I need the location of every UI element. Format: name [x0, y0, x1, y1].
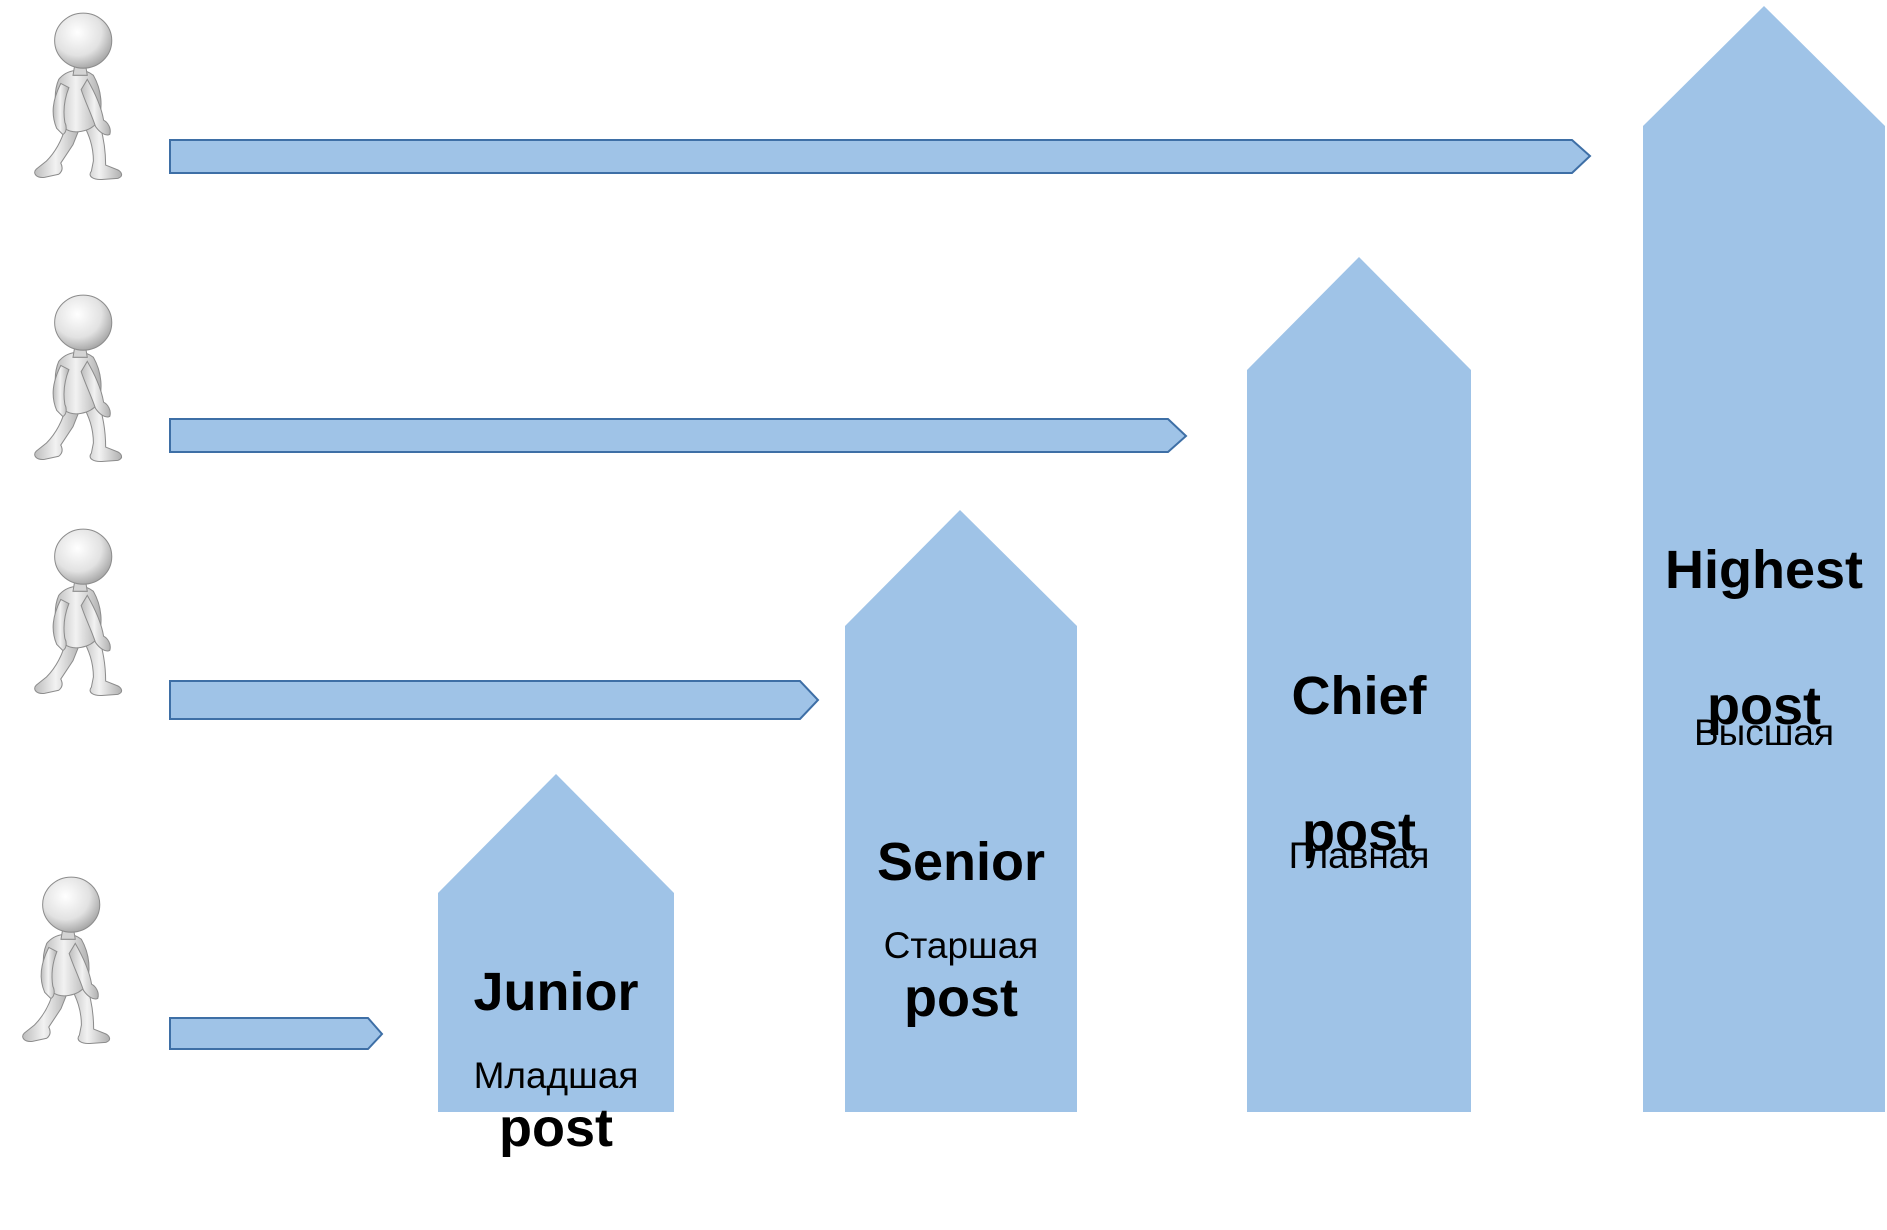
highest-post-arrow [1643, 6, 1885, 1112]
chief-post-title: Chief post [1247, 594, 1471, 934]
path-arrow-to-junior [169, 1017, 384, 1050]
senior-post-title: Senior post [845, 760, 1077, 1100]
figure-row-1 [22, 876, 111, 1045]
junior-post-arrow [438, 774, 674, 1112]
senior-post-title-line1: Senior [876, 832, 1046, 892]
junior-post-title-line1: Junior [473, 962, 639, 1022]
highest-post-title-line2: post [1707, 676, 1821, 736]
figure-row-3 [34, 294, 123, 463]
figure-row-2 [34, 528, 123, 697]
senior-post-subtitle: Старшая [883, 925, 1039, 966]
chief-post-subtitle: Главная [1288, 835, 1430, 876]
figure-row-4 [34, 12, 123, 181]
path-arrow-to-highest [169, 139, 1592, 174]
chief-post-arrow [1247, 257, 1471, 1112]
highest-post-subtitle: Высшая [1693, 712, 1835, 753]
path-arrow-to-senior [169, 680, 820, 720]
junior-post-title-line2: post [499, 1098, 613, 1158]
junior-post-subtitle: Младшая [473, 1055, 639, 1096]
senior-post-arrow [845, 510, 1077, 1112]
chief-post-title-line2: post [1302, 802, 1416, 862]
career-ladder-diagram: Junior post Младшая Senior post Старшая … [22, 6, 1885, 1158]
highest-post-title: Highest post [1643, 468, 1885, 808]
highest-post-title-line1: Highest [1664, 540, 1864, 600]
senior-post-title-line2: post [904, 968, 1018, 1028]
path-arrow-to-chief [169, 418, 1188, 453]
chief-post-title-line1: Chief [1291, 666, 1427, 726]
diagram-canvas [22, 6, 1885, 1112]
